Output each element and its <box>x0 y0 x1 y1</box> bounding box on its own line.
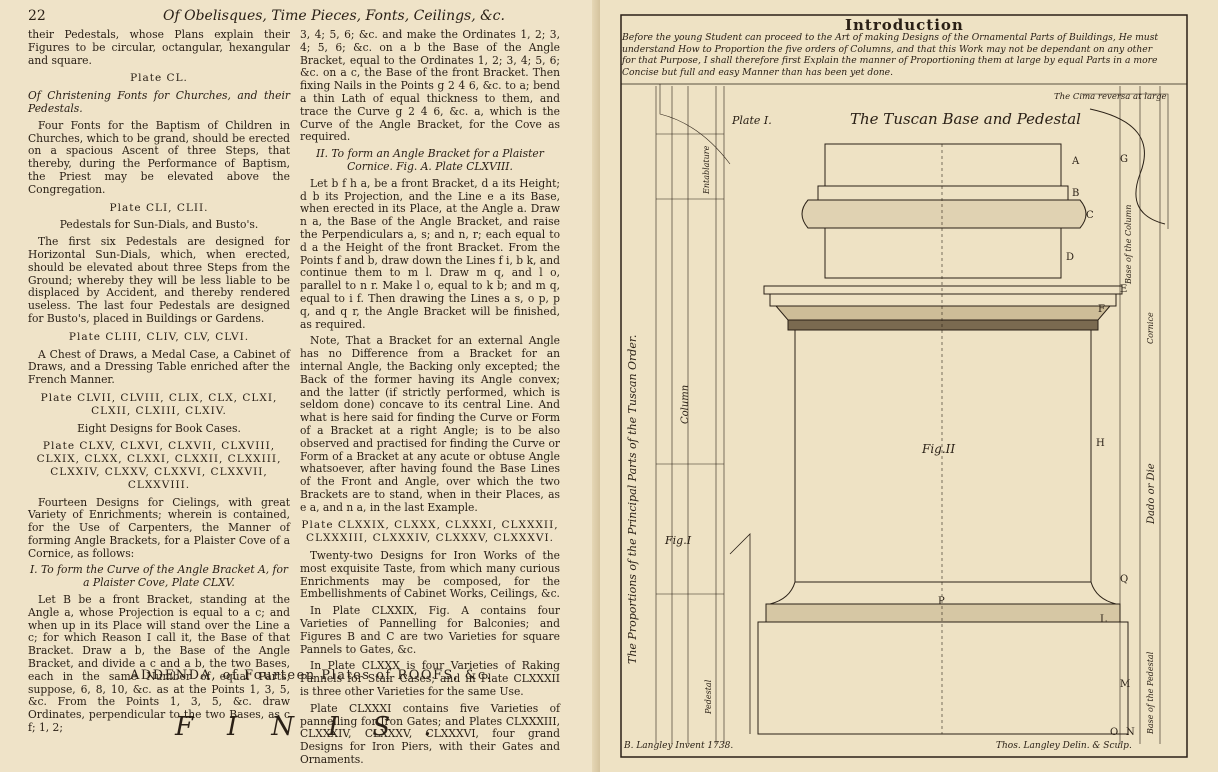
engraver-credit: Thos. Langley Delin. & Sculp. <box>996 741 1132 751</box>
paragraph: their Pedestals, whose Plans explain the… <box>28 28 290 67</box>
running-head-title: Of Obelisques, Time Pieces, Fonts, Ceili… <box>163 8 505 24</box>
vertical-base-column-label: Base of the Column <box>1124 204 1133 284</box>
fig-two-label: Fig.II <box>922 442 956 456</box>
page-number: 22 <box>28 8 46 24</box>
paragraph: Of Christening Fonts for Churches, and t… <box>28 89 290 115</box>
letter-o: O <box>1110 727 1119 738</box>
paragraph: Let b f h a, be a front Bracket, d a its… <box>300 176 560 331</box>
letter-f: F <box>1098 304 1105 315</box>
letter-h: H <box>1096 438 1105 449</box>
vertical-pedestal-label: Pedestal <box>704 679 713 714</box>
tuscan-plate-engraving: Introduction Before the young Student ca… <box>620 14 1188 758</box>
paragraph: II. To form an Angle Bracket for a Plais… <box>316 147 544 173</box>
paragraph: Let B be a front Bracket, standing at th… <box>28 593 290 735</box>
paragraph: Eight Designs for Book Cases. <box>77 421 241 435</box>
paragraph: Four Fonts for the Baptism of Children i… <box>28 118 290 196</box>
vertical-entablature-label: Entablature <box>702 145 711 194</box>
paragraph: Fourteen Designs for Cielings, with grea… <box>28 495 290 560</box>
tuscan-title: The Tuscan Base and Pedestal <box>850 110 1081 128</box>
paragraph: In Plate CLXXIX, Fig. A contains four Va… <box>300 604 560 656</box>
paragraph: 3, 4; 5, 6; &c. and make the Ordinates 1… <box>300 28 560 144</box>
right-page: Introduction Before the young Student ca… <box>600 0 1218 772</box>
introduction-title: Introduction <box>845 16 964 34</box>
left-page: 22 Of Obelisques, Time Pieces, Fonts, Ce… <box>0 0 600 772</box>
letter-e: E <box>1120 284 1128 295</box>
plate-border <box>620 14 1188 758</box>
engraving-drawing <box>620 14 1188 758</box>
paragraph: Plate CLI, CLII. <box>109 201 209 214</box>
paragraph: In Plate CLXXX is four Varieties of Raki… <box>300 659 560 699</box>
letter-n: N <box>1126 727 1135 738</box>
vertical-cornice-label: Cornice <box>1146 312 1155 344</box>
letter-d: D <box>1066 252 1075 263</box>
paragraph: The first six Pedestals are designed for… <box>28 235 290 325</box>
paragraph: Plate CLXXIX, CLXXX, CLXXXI, CLXXXII, CL… <box>301 519 559 545</box>
paragraph: Plate CLXV, CLXVI, CLXVII, CLXVIII, CLXI… <box>36 440 282 491</box>
vertical-base-pedestal-label: Base of the Pedestal <box>1146 651 1155 734</box>
plate-label: Plate I. <box>732 114 772 127</box>
letter-l: L <box>1100 614 1107 625</box>
letter-a: A <box>1072 156 1080 167</box>
paragraph: I. To form the Curve of the Angle Bracke… <box>29 563 289 590</box>
letter-m: M <box>1120 679 1131 690</box>
paragraph: Plate CLIII, CLIV, CLV, CLVI. <box>68 330 250 343</box>
paragraph: Plate CL. <box>130 72 188 85</box>
introduction-text: Before the young Student can proceed to … <box>622 32 1159 78</box>
vertical-column-label: Column <box>680 384 691 424</box>
paragraph: Plate CLXXXI contains five Varieties of … <box>300 701 560 767</box>
finis-text: FINIS. <box>175 712 466 742</box>
paragraph: Note, That a Bracket for an external Ang… <box>300 334 560 514</box>
left-text-column: their Pedestals, whose Plans explain the… <box>28 28 290 739</box>
letter-g: G <box>1120 154 1128 165</box>
paragraph: Twenty-two Designs for Iron Works of the… <box>300 549 560 601</box>
right-text-column: 3, 4; 5, 6; &c. and make the Ordinates 1… <box>300 28 560 771</box>
letter-b: B <box>1072 188 1080 199</box>
letter-q: Q <box>1120 574 1129 585</box>
paragraph: Pedestals for Sun-Dials, and Busto's. <box>59 218 259 232</box>
cima-reversa-label: The Cima reversa at large <box>1054 92 1167 102</box>
inventor-credit: B. Langley Invent 1738. <box>624 741 734 751</box>
paragraph: A Chest of Draws, a Medal Case, a Cabine… <box>28 347 290 387</box>
paragraph: Plate CLVII, CLVIII, CLIX, CLX, CLXI, CL… <box>40 391 278 417</box>
addenda-line: ADDENDA, of Fourteen Plates of ROOFS, &c… <box>130 668 493 683</box>
fig-one-label: Fig.I <box>665 534 692 547</box>
vertical-dado-label: Dado or Die <box>1146 463 1157 524</box>
letter-p: P <box>938 596 945 607</box>
vertical-proportions-label: The Proportions of the Principal Parts o… <box>626 334 639 664</box>
letter-c: C <box>1086 210 1094 221</box>
